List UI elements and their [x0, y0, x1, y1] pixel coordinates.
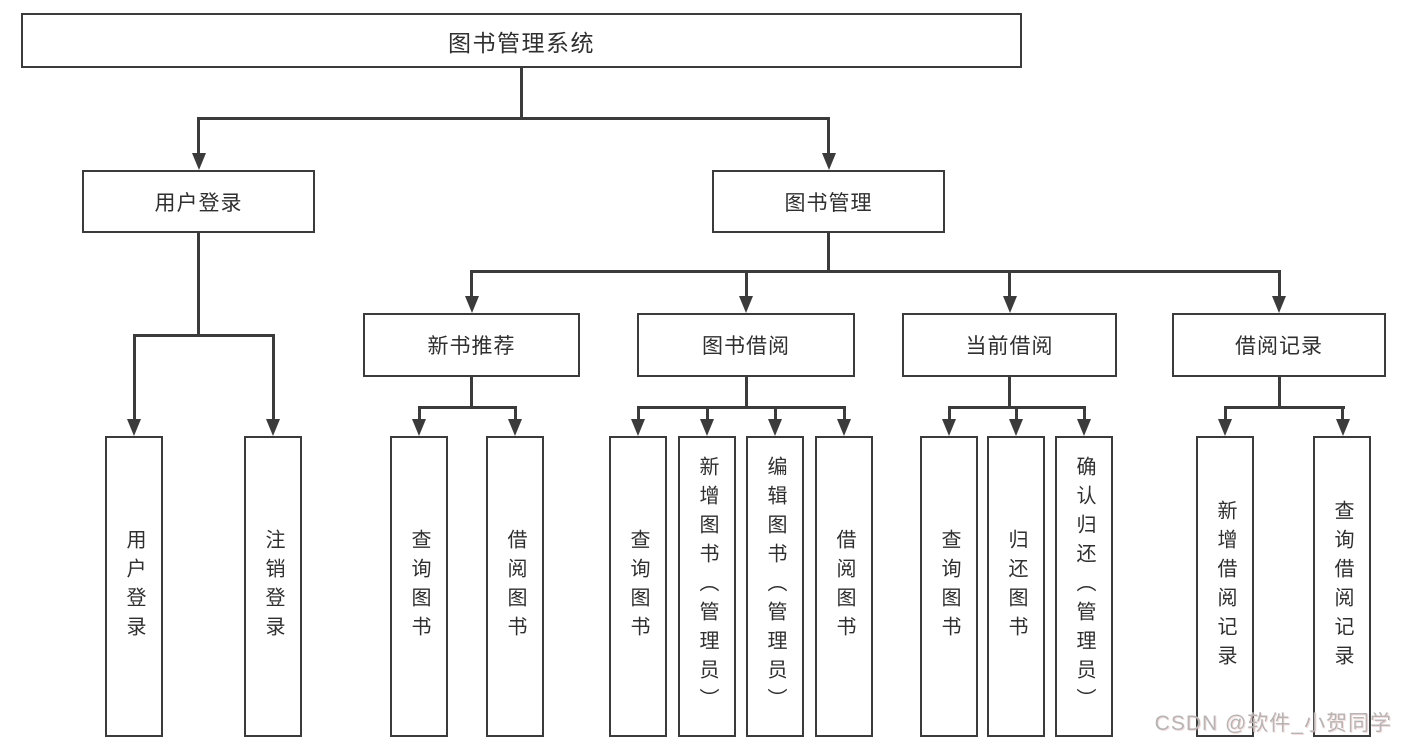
leaf-add-borrow-record: 新增借阅记录 — [1196, 436, 1254, 737]
node-user-login: 用户登录 — [82, 170, 315, 233]
node-book-management-label: 图书管理 — [784, 191, 873, 215]
node-borrow-records: 借阅记录 — [1172, 313, 1386, 377]
arrowhead-down-icon — [821, 153, 836, 170]
leaf-query-borrow-record: 查询借阅记录 — [1313, 436, 1371, 737]
connector-line — [773, 406, 777, 421]
arrowhead-down-icon — [1218, 419, 1232, 436]
leaf-confirm-return-admin-label: 确认归还（管理员） — [1073, 456, 1095, 717]
leaf-return-books: 归还图书 — [987, 436, 1045, 737]
arrowhead-down-icon — [191, 153, 206, 170]
leaf-query-books-recommend: 查询图书 — [390, 436, 448, 737]
connector-line — [1277, 270, 1281, 299]
leaf-query-books-current: 查询图书 — [920, 436, 978, 737]
connector-line — [1223, 406, 1227, 421]
connector-line — [827, 233, 830, 273]
node-new-book-recommend: 新书推荐 — [363, 313, 580, 377]
csdn-watermark: CSDN @软件_小贺同学 — [1154, 712, 1392, 735]
node-root-label: 图书管理系统 — [448, 29, 595, 56]
connector-line — [1223, 406, 1345, 409]
arrowhead-down-icon — [739, 296, 753, 313]
leaf-logout: 注销登录 — [244, 436, 302, 737]
arrowhead-down-icon — [942, 419, 956, 436]
connector-line — [470, 270, 473, 299]
leaf-query-books-recommend-label: 查询图书 — [408, 528, 430, 645]
connector-line — [744, 270, 748, 299]
connector-line — [744, 377, 748, 409]
connector-line — [827, 117, 830, 156]
arrowhead-down-icon — [127, 419, 141, 436]
connector-line — [197, 117, 830, 120]
arrowhead-down-icon — [1335, 419, 1350, 436]
arrowhead-down-icon — [464, 296, 479, 313]
node-new-book-recommend-label: 新书推荐 — [427, 335, 516, 358]
connector-line — [470, 377, 473, 409]
connector-line — [132, 334, 136, 421]
arrowhead-down-icon — [1009, 419, 1023, 436]
leaf-edit-book-admin-label: 编辑图书（管理员） — [764, 456, 786, 717]
connector-line — [417, 406, 421, 421]
leaf-user-login: 用户登录 — [105, 436, 163, 737]
node-current-borrowing: 当前借阅 — [902, 313, 1117, 377]
leaf-return-books-label: 归还图书 — [1005, 528, 1027, 645]
leaf-confirm-return-admin: 确认归还（管理员） — [1055, 436, 1113, 737]
arrowhead-down-icon — [1272, 296, 1286, 313]
arrowhead-down-icon — [700, 419, 714, 436]
connector-line — [1014, 406, 1018, 421]
arrowhead-down-icon — [266, 419, 280, 436]
leaf-add-book-admin: 新增图书（管理员） — [678, 436, 736, 737]
leaf-borrow-books-recommend-label: 借阅图书 — [504, 528, 526, 645]
leaf-borrow-books-recommend: 借阅图书 — [486, 436, 544, 737]
arrowhead-down-icon — [837, 419, 851, 436]
node-borrow-records-label: 借阅记录 — [1235, 335, 1323, 358]
connector-line — [1008, 377, 1011, 409]
leaf-query-borrow-record-label: 查询借阅记录 — [1331, 499, 1353, 674]
connector-line — [271, 334, 275, 421]
connector-line — [947, 406, 951, 421]
connector-line — [470, 270, 1280, 273]
arrowhead-down-icon — [631, 419, 645, 436]
node-book-borrowing: 图书借阅 — [637, 313, 855, 377]
leaf-logout-label: 注销登录 — [262, 528, 284, 645]
leaf-query-books-borrowing: 查询图书 — [609, 436, 667, 737]
connector-line — [1277, 377, 1281, 409]
arrowhead-down-icon — [768, 419, 782, 436]
leaf-query-books-borrowing-label: 查询图书 — [627, 528, 649, 645]
connector-line — [636, 406, 640, 421]
leaf-borrow-books: 借阅图书 — [815, 436, 873, 737]
connector-line — [636, 406, 846, 409]
connector-line — [1008, 270, 1011, 299]
node-current-borrowing-label: 当前借阅 — [965, 335, 1054, 358]
leaf-edit-book-admin: 编辑图书（管理员） — [746, 436, 804, 737]
connector-line — [1082, 406, 1086, 421]
leaf-query-books-current-label: 查询图书 — [938, 528, 960, 645]
node-book-management: 图书管理 — [712, 170, 945, 233]
connector-line — [705, 406, 709, 421]
arrowhead-down-icon — [412, 419, 426, 436]
arrowhead-down-icon — [1077, 419, 1091, 436]
connector-line — [197, 117, 200, 156]
node-book-borrowing-label: 图书借阅 — [702, 335, 790, 358]
connector-line — [513, 406, 517, 421]
leaf-user-login-label: 用户登录 — [123, 528, 145, 645]
leaf-borrow-books-label: 借阅图书 — [833, 528, 855, 645]
connector-line — [197, 233, 200, 337]
node-user-login-label: 用户登录 — [154, 191, 243, 215]
connector-line — [842, 406, 846, 421]
connector-line — [417, 406, 517, 409]
leaf-add-borrow-record-label: 新增借阅记录 — [1214, 499, 1236, 674]
node-root: 图书管理系统 — [21, 13, 1022, 68]
connector-line — [1341, 406, 1344, 421]
arrowhead-down-icon — [1002, 296, 1017, 313]
connector-line — [132, 334, 275, 337]
connector-line — [520, 68, 523, 120]
arrowhead-down-icon — [508, 419, 522, 436]
leaf-add-book-admin-label: 新增图书（管理员） — [696, 456, 718, 717]
